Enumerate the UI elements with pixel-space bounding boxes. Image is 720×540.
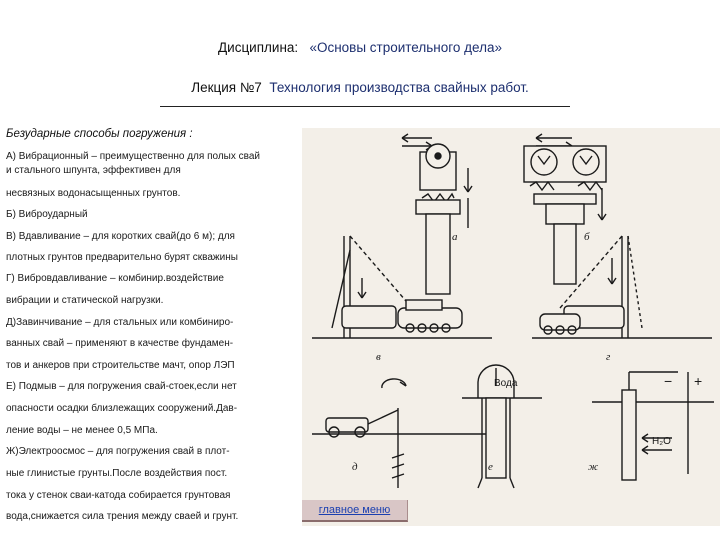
vibro-pressing-rig-diagram	[532, 235, 712, 339]
panel-label-e: е	[488, 461, 493, 473]
lecture-title: Технология производства свайных работ.	[269, 80, 529, 95]
panel-label-zh: ж	[588, 461, 599, 473]
text-line: плотных грунтов предварительно бурят скв…	[6, 252, 238, 263]
plus-sign: +	[694, 373, 702, 389]
discipline-label: Дисциплина:	[218, 40, 299, 55]
lecture-header: Лекция №7 Технология производства свайны…	[0, 80, 720, 95]
panel-label-a: а	[452, 231, 458, 243]
text-line: тов и анкеров при строительстве мачт, оп…	[6, 360, 235, 371]
panel-label-b: б	[584, 231, 590, 243]
text-line: А) Вибрационный – преимущественно для по…	[6, 151, 260, 162]
water-jetting-diagram	[462, 364, 542, 489]
h2o-label: H₂O	[652, 436, 671, 447]
discipline-title: «Основы строительного дела»	[309, 40, 502, 55]
text-line: Ж)Электроосмос – для погружения свай в п…	[6, 446, 230, 457]
text-line: тока у стенок сваи-катода собирается гру…	[6, 490, 231, 501]
panel-label-d: д	[352, 461, 358, 473]
text-line: несвязных водонасыщенных грунтов.	[6, 188, 181, 199]
text-line: В) Вдавливание – для коротких свай(до 6 …	[6, 231, 235, 242]
pile-methods-figure: а б в г д е ж Вода H₂O − +	[302, 128, 720, 526]
lecture-label: Лекция №7	[191, 80, 262, 95]
text-line: Д)Завинчивание – для стальных или комбин…	[6, 317, 234, 328]
main-menu-button[interactable]: главное меню	[302, 500, 408, 522]
header-divider	[160, 106, 570, 107]
electroosmosis-diagram	[592, 371, 714, 481]
panel-label-v: в	[376, 351, 381, 363]
pile-pressing-rig-diagram	[312, 235, 492, 339]
section-title: Безударные способы погружения :	[6, 128, 193, 140]
text-line: ванных свай – применяют в качестве фунда…	[6, 338, 234, 349]
water-label: Вода	[494, 378, 518, 389]
text-line: и стального шпунта, эффективен для	[6, 165, 181, 176]
text-line: Г) Вибровдавливание – комбинир.воздейств…	[6, 273, 224, 284]
discipline-header: Дисциплина: «Основы строительного дела»	[0, 40, 720, 55]
text-line: ные глинистые грунты.После воздействия п…	[6, 468, 228, 479]
minus-sign: −	[664, 373, 672, 389]
text-line: Б) Виброударный	[6, 209, 88, 220]
text-line: вода,снижается сила трения между сваей и…	[6, 511, 239, 522]
text-line: ление воды – не менее 0,5 МПа.	[6, 425, 158, 436]
text-line: Е) Подмыв – для погружения свай-стоек,ес…	[6, 381, 237, 392]
vibro-impact-driver-diagram	[523, 133, 607, 285]
panel-label-g: г	[606, 351, 611, 363]
vibratory-driver-diagram	[401, 133, 473, 295]
text-line: опасности осадки близлежащих сооружений.…	[6, 403, 238, 414]
screw-pile-diagram	[312, 378, 492, 488]
text-line: вибрации и статической нагрузки.	[6, 295, 164, 306]
